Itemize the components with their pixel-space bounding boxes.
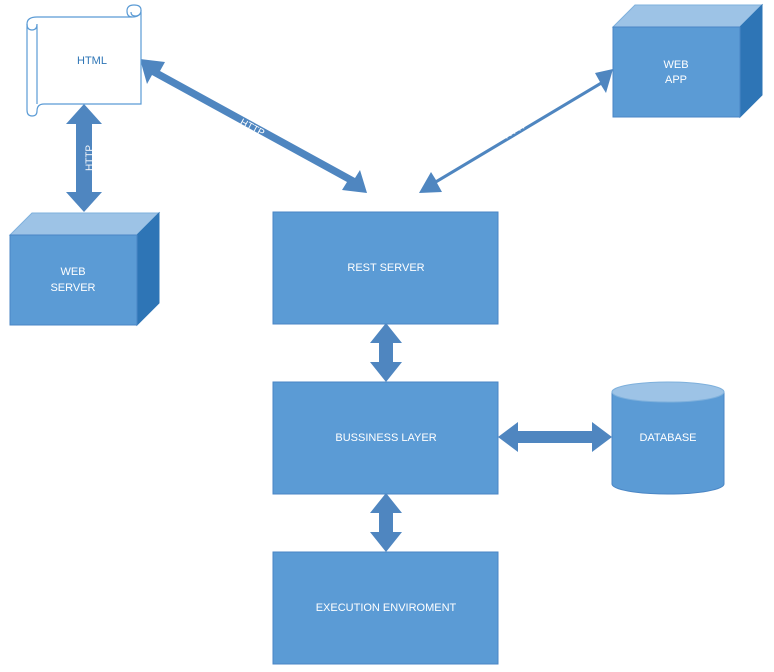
- edge-label-html-webserver: HTTP: [85, 145, 96, 171]
- rest-server-node: REST SERVER: [272, 211, 499, 325]
- arrow-html-restserver: HTTP: [140, 59, 367, 193]
- arrow-business-database: [498, 422, 612, 452]
- database-cylinder-icon: [611, 391, 725, 495]
- edge-label-html-restserver: HTTP: [238, 117, 266, 139]
- rest-server-label: REST SERVER: [347, 262, 424, 274]
- database-node: DATABASE: [611, 381, 725, 495]
- edge-label-webapp-restserver: HTTP: [502, 119, 530, 142]
- web-server-node: WEB SERVER: [8, 211, 161, 327]
- html-document-node: HTML: [26, 4, 142, 117]
- html-node-label: HTML: [77, 55, 107, 67]
- web-server-label-line2: SERVER: [50, 282, 95, 294]
- business-layer-label: BUSSINESS LAYER: [335, 432, 436, 444]
- database-label: DATABASE: [639, 432, 696, 444]
- arrow-webapp-restserver: HTTP: [419, 69, 613, 193]
- web-app-label-line1: WEB: [663, 59, 688, 71]
- arrow-html-webserver: HTTP: [66, 104, 102, 212]
- execution-environment-label: EXECUTION ENVIROMENT: [316, 602, 457, 614]
- arrow-rest-business: [370, 323, 402, 382]
- web-app-node: WEB APP: [611, 3, 764, 119]
- web-server-label-line1: WEB: [60, 266, 85, 278]
- web-app-label-line2: APP: [665, 74, 687, 86]
- arrow-business-execution: [370, 493, 402, 552]
- business-layer-node: BUSSINESS LAYER: [272, 381, 499, 495]
- execution-environment-node: EXECUTION ENVIROMENT: [272, 551, 499, 665]
